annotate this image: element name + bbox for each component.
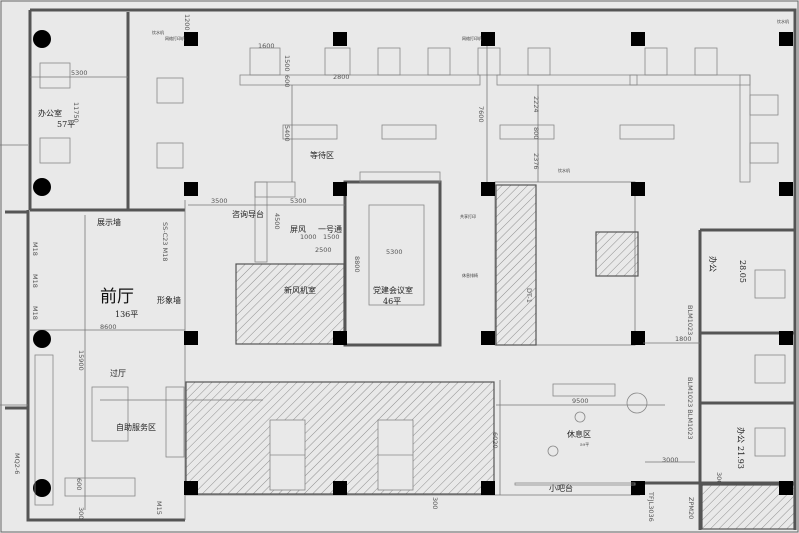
room-name-self-service: 自助服务区 bbox=[116, 422, 156, 432]
door-code-mq: MQ2-6 bbox=[13, 453, 21, 474]
dim-label: 2500 bbox=[315, 246, 332, 254]
room-area-meeting: 46平 bbox=[383, 297, 401, 306]
exterior-walls bbox=[0, 8, 797, 530]
room-name-consult: 咨询导台 bbox=[232, 209, 264, 219]
rest-chairs-label: 休息排椅 bbox=[462, 272, 478, 278]
room-name-display-wall: 展示墙 bbox=[97, 217, 121, 227]
dim-label: 9500 bbox=[572, 397, 589, 405]
fresh-air-room bbox=[235, 263, 345, 345]
dim-label: 8800 bbox=[353, 256, 361, 273]
dimension-lines bbox=[30, 46, 700, 495]
dim-label: 1000 bbox=[300, 233, 317, 241]
dim-label: 3000 bbox=[662, 456, 679, 464]
room-area-office-b: 21.93 bbox=[736, 446, 745, 469]
door-code-zpm: ZPM20 bbox=[687, 497, 695, 519]
interior-walls bbox=[30, 12, 795, 530]
room-name-yihaotong: 一号通 bbox=[318, 224, 342, 234]
room-name-image-wall: 形象墙 bbox=[157, 295, 181, 305]
room-name-office-a: 办公 bbox=[708, 256, 718, 272]
dim-label: 3500 bbox=[211, 197, 228, 205]
dim-label: 6020 bbox=[491, 432, 499, 449]
dim-label: 600 bbox=[75, 478, 83, 490]
door-code-blm-1: BLM1023 bbox=[686, 305, 694, 335]
dim-label: 15900 bbox=[77, 350, 85, 371]
room-name-screen: 屏风 bbox=[290, 225, 306, 234]
water-dispenser-label: 饮水机 bbox=[152, 29, 164, 35]
dim-label: 4500 bbox=[273, 213, 281, 230]
dim-label: 600 bbox=[283, 75, 291, 87]
workstations bbox=[34, 47, 786, 506]
water-dispenser-label-3: 饮水机 bbox=[777, 18, 789, 24]
dim-label: 300 bbox=[715, 472, 723, 484]
room-labels: 办公室 57平 等待区 咨询导台 屏风 一号通 展示墙 前厅 136平 形象墙 … bbox=[38, 108, 747, 493]
shaft bbox=[595, 231, 639, 277]
dim-label: 300 bbox=[431, 497, 439, 509]
dim-label: 2800 bbox=[333, 73, 350, 81]
room-name-waiting: 等待区 bbox=[310, 150, 334, 160]
room-area-lobby: 136平 bbox=[115, 310, 138, 319]
room-name-rest: 休息区 bbox=[567, 429, 591, 439]
equipment-labels: 饮水机 网络打印机 网络打印机 共享打印 休息排椅 饮水机 饮水机 bbox=[152, 18, 789, 278]
stair-core bbox=[495, 184, 537, 346]
stairwell-area bbox=[185, 381, 495, 495]
room-name-lobby: 前厅 bbox=[100, 287, 134, 307]
door-code-m15: M15 bbox=[155, 501, 163, 515]
door-codes: M18 M18 M18 SS-C23 M18 MQ2-6 M15 DT-1 BL… bbox=[13, 222, 695, 522]
dim-label: 1500 bbox=[283, 55, 291, 72]
dim-label: 2376 bbox=[532, 153, 540, 170]
door-code-ss-m18: SS-C23 M18 bbox=[161, 222, 169, 261]
dimension-labels: 5300 11750 1200 1600 1500 600 2800 5400 … bbox=[71, 14, 723, 519]
room-area-rest: 59平 bbox=[580, 442, 589, 447]
door-code-blm-2: BLM1023 BLM1023 bbox=[686, 377, 694, 440]
dim-label: 5300 bbox=[71, 69, 88, 77]
room-area-office: 57平 bbox=[57, 120, 75, 129]
door-code-m18-1: M18 bbox=[31, 242, 39, 256]
door-code-m18-2: M18 bbox=[31, 274, 39, 288]
dim-label: 2224 bbox=[532, 96, 540, 113]
equipment-room bbox=[701, 484, 795, 530]
shared-printer-label: 共享打印 bbox=[460, 213, 476, 219]
dim-label: 800 bbox=[532, 127, 540, 139]
room-name-fresh-air: 新风机室 bbox=[284, 285, 316, 295]
dim-label: 5300 bbox=[386, 248, 403, 256]
dim-label: 1800 bbox=[675, 335, 692, 343]
room-name-office-b: 办公 bbox=[736, 427, 746, 443]
dim-label: 5400 bbox=[283, 125, 291, 142]
stairs bbox=[269, 419, 414, 491]
door-code-dt: DT-1 bbox=[525, 288, 533, 303]
room-name-hall: 过厅 bbox=[110, 368, 126, 378]
room-name-bar: 小吧台 bbox=[549, 483, 573, 493]
dim-label: 1500 bbox=[323, 233, 340, 241]
room-name-office: 办公室 bbox=[38, 108, 62, 118]
dim-label: 7600 bbox=[477, 106, 485, 123]
room-area-office-a: 28.05 bbox=[738, 260, 747, 283]
dim-label: 8600 bbox=[100, 323, 117, 331]
door-code-tfjl: TFJL3036 bbox=[647, 491, 655, 522]
network-printer-label-2: 网络打印机 bbox=[462, 35, 482, 41]
room-name-meeting: 党建会议室 bbox=[373, 285, 413, 295]
dim-label: 1200 bbox=[183, 14, 191, 31]
water-dispenser-label-2: 饮水机 bbox=[558, 167, 570, 173]
dim-label: 1600 bbox=[258, 42, 275, 50]
door-code-m18-3: M18 bbox=[31, 306, 39, 320]
dim-label: 5300 bbox=[290, 197, 307, 205]
dim-label: 11750 bbox=[72, 102, 80, 123]
structural-columns bbox=[33, 30, 793, 497]
dim-label: 300 bbox=[77, 507, 85, 519]
network-printer-label: 网络打印机 bbox=[165, 35, 185, 41]
